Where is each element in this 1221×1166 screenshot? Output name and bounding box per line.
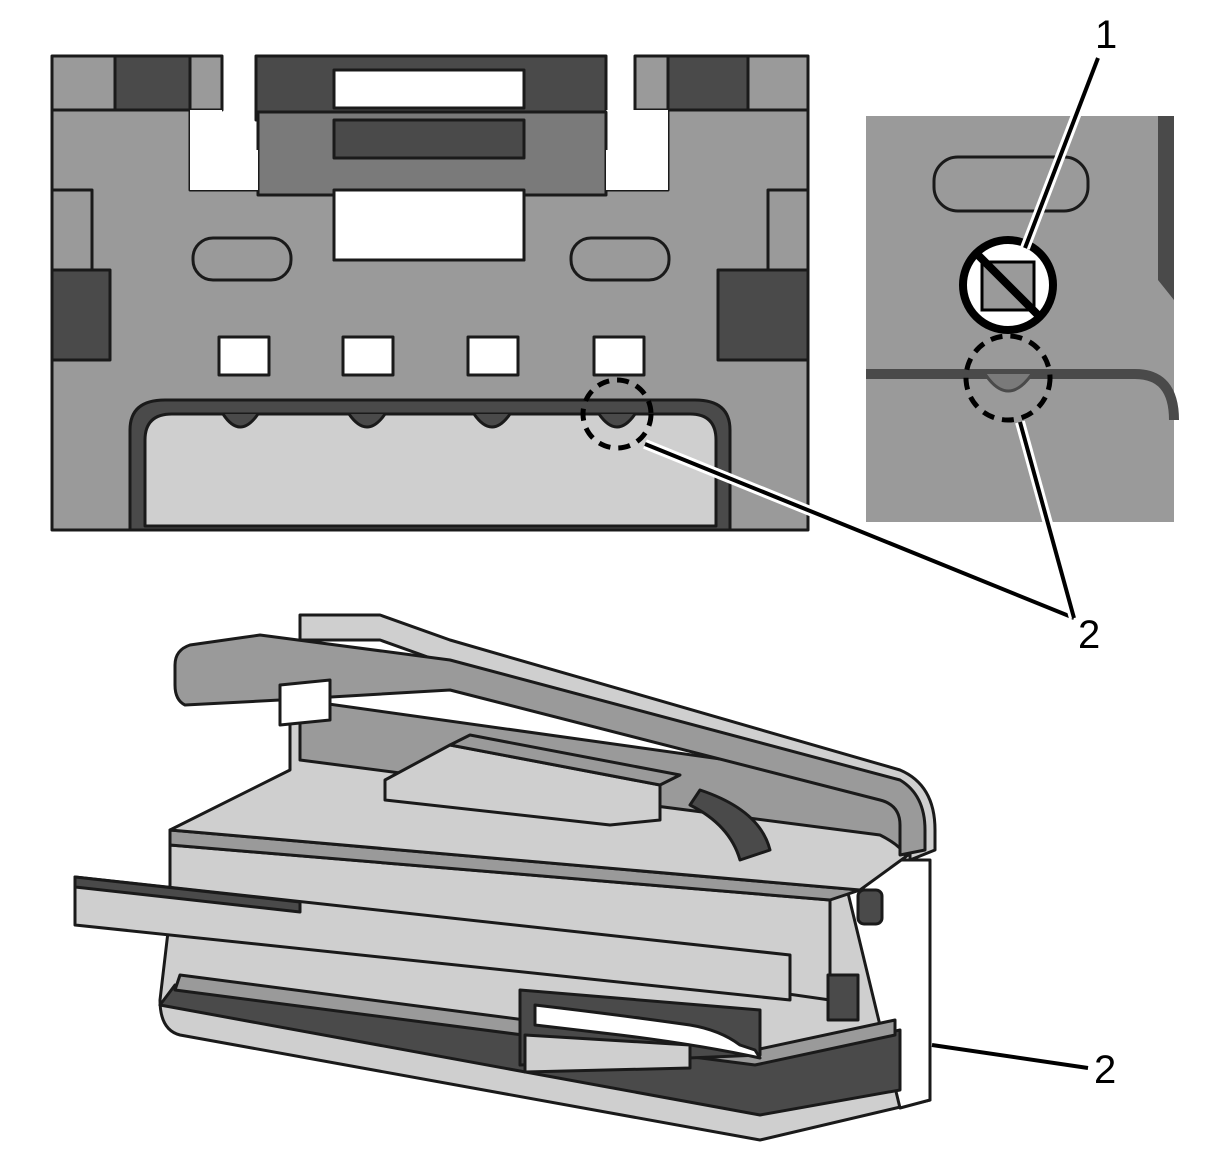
callout-1: 1 [1095,13,1117,57]
prohibited-icon [959,236,1057,334]
callout-2-top: 2 [1078,613,1100,657]
connector-front-view [50,54,810,532]
detail-inset [866,116,1179,522]
callout-2-bottom: 2 [1094,1048,1116,1092]
connector-cutaway-view [73,613,937,1142]
leader-lines [643,56,1103,1070]
